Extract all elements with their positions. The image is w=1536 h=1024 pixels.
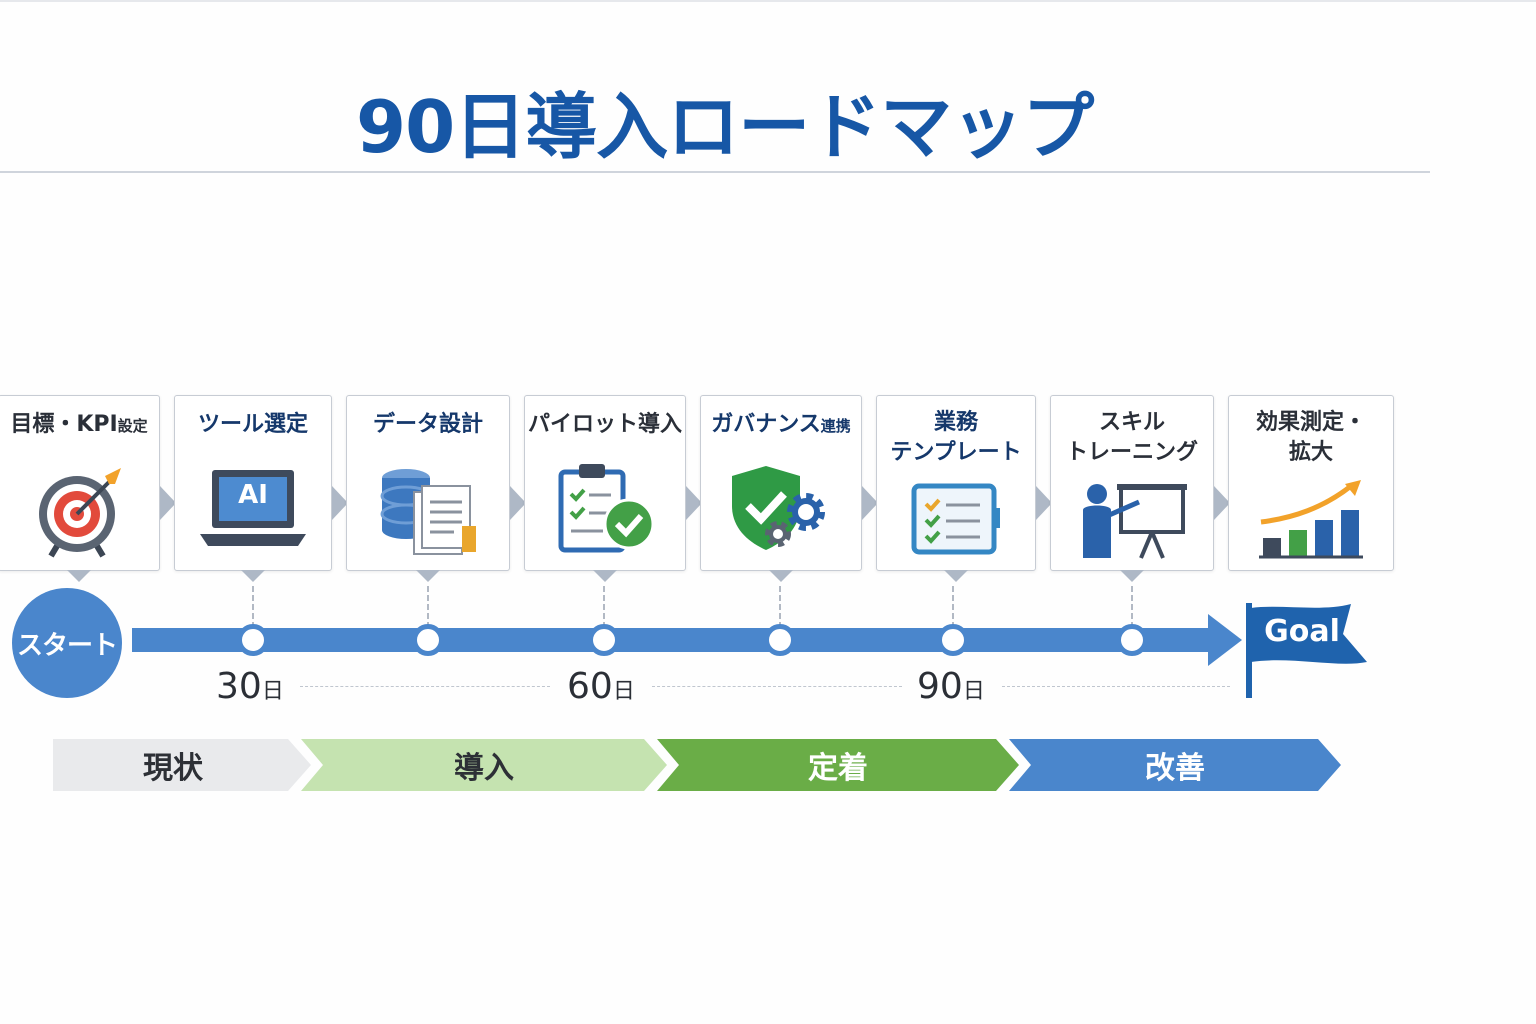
phase-adoption: 定着 [657,739,1019,791]
step-data-design: データ設計 [346,395,510,582]
goal-flag-pole [1246,603,1252,698]
day-marker-90: 90日 [917,666,985,707]
step-label: 効果測定・拡大 [1255,410,1366,465]
step-governance: ガバナンス連携 [700,395,862,582]
phase-current: 現状 [53,739,311,791]
milestone-dot [588,624,620,656]
phase-improvement: 改善 [1009,739,1341,791]
step-tool-selection: ツール選定 AI [174,395,332,582]
connector-line [603,586,605,628]
step-pilot-introduction: パイロット導入 [524,395,686,582]
step-skill-training: スキルトレーニング [1050,395,1214,582]
step-pointer [769,570,793,582]
flow-arrow [862,486,878,520]
step-pointer [241,570,265,582]
target-icon [39,468,121,558]
phase-introduction: 導入 [301,739,667,791]
step-label: ツール選定 [197,412,308,437]
goal-flag-icon [1251,604,1367,664]
connector-line [427,586,429,628]
step-business-template: 業務テンプレート [876,395,1036,582]
timeline-bar [132,628,1212,652]
step-label: スキルトレーニング [1065,410,1198,465]
laptop-icon [200,470,306,546]
step-label: パイロット導入 [527,412,682,437]
title-divider [0,171,1430,173]
presenter-board-icon [1083,484,1187,559]
database-document-icon [380,469,476,555]
flow-arrow [160,486,176,520]
connector-line [952,586,954,628]
top-divider [0,0,1536,2]
shield-gear-icon [732,466,825,550]
checklist-approved-icon [558,464,655,553]
connector-line [1131,586,1133,628]
milestone-dot [937,624,969,656]
day-divider [300,686,550,687]
day-marker-30: 30日 [216,666,284,707]
milestone-dot [1116,624,1148,656]
timeline-arrowhead [1208,614,1242,666]
step-pointer [593,570,617,582]
milestone-dot [764,624,796,656]
step-label: 業務テンプレート [890,410,1022,465]
day-divider [1002,686,1230,687]
flow-arrow [510,486,526,520]
milestone-dot [412,624,444,656]
step-label: ガバナンス連携 [711,412,851,437]
step-label: 目標・KPI設定 [10,412,148,437]
start-marker: スタート [12,588,122,698]
step-pointer [416,570,440,582]
step-goal-kpi: 目標・KPI設定 [0,395,160,582]
flow-arrow [1036,486,1052,520]
template-checklist-icon [911,483,1000,555]
milestone-dot [237,624,269,656]
goal-label: Goal [1264,614,1340,649]
step-pointer [944,570,968,582]
day-marker-60: 60日 [567,666,635,707]
flow-arrow [686,486,702,520]
flow-arrow [1214,486,1230,520]
page-title: 90日導入ロードマップ [356,85,1094,169]
connector-line [779,586,781,628]
laptop-screen-text: AI [238,480,268,510]
step-pointer [1120,570,1144,582]
day-divider [652,686,902,687]
flow-arrow [332,486,348,520]
step-measure-expand: 効果測定・拡大 [1228,395,1394,571]
step-label: データ設計 [372,412,483,437]
connector-line [252,586,254,628]
step-pointer [67,570,91,582]
growth-chart-icon [1259,480,1363,559]
